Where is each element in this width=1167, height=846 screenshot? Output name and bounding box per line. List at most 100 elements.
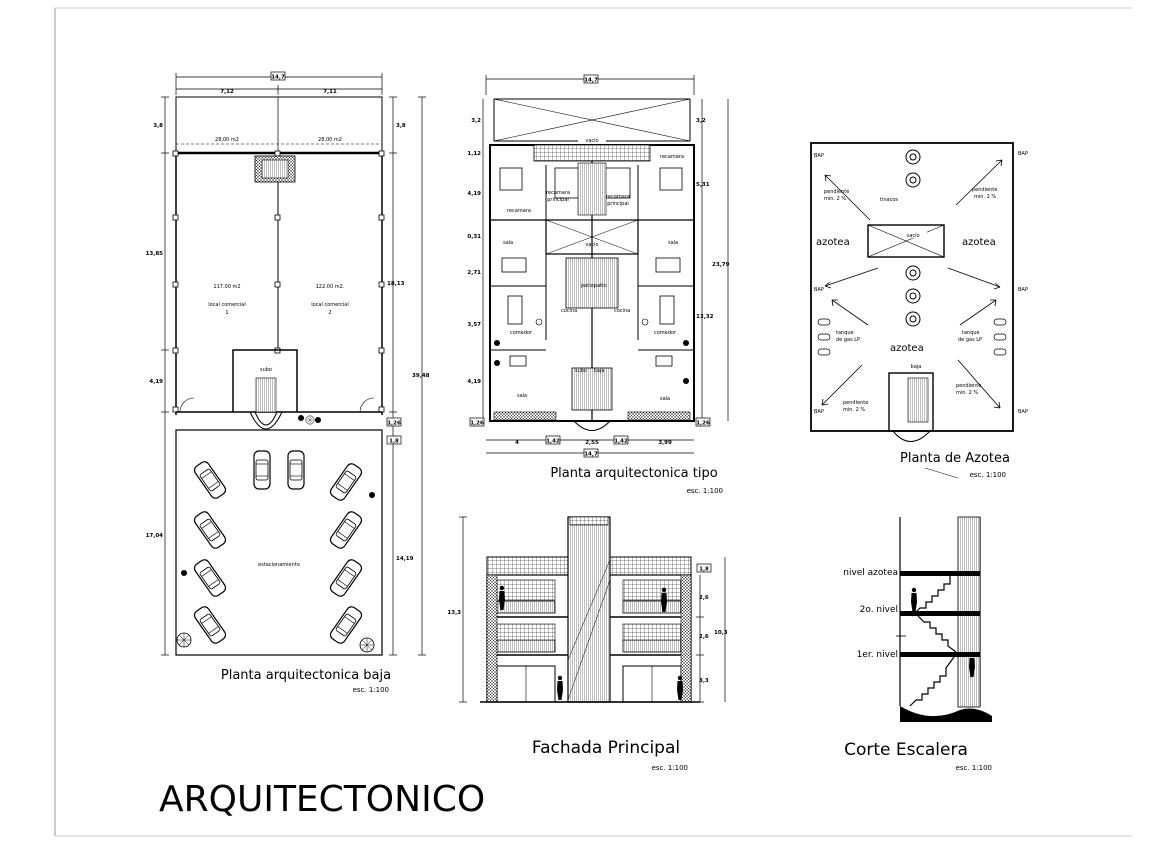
pt-comedor-l: comedor (510, 330, 533, 336)
fa-dim-right-total: 10,3 (714, 630, 728, 636)
az-tanque-l: tanque (836, 330, 854, 336)
pt-subo: subo (575, 368, 587, 374)
az-scale: esc. 1:100 (970, 471, 1006, 479)
sheet-frame (54, 7, 1132, 837)
pt-dim-bottom-total: 14,7 (584, 452, 598, 458)
pt-dim-right-b: 5,31 (696, 182, 710, 188)
pb-estacionamiento: estacionamiento (258, 562, 300, 568)
ce-nivel-1: 1er. nivel (857, 650, 898, 660)
planta-baja: 14,7 7,12 7,11 28,00 m2 28,00 m2 117.00 … (146, 71, 430, 694)
pt-dim-outer-right: 23,79 (712, 262, 730, 268)
pb-dim-right-c: 14,19 (396, 556, 414, 562)
pb-dim-left-c: 4,19 (149, 379, 163, 385)
pt-dim-top-total: 14,7 (584, 78, 598, 84)
pt-recamara-pr2: principal (607, 201, 629, 207)
pt-dim-bottom-c: 3,99 (658, 440, 672, 446)
pb-dim-right-a: 3,8 (396, 123, 406, 129)
pt-dim-bottom-s2: 1,42 (614, 439, 628, 445)
pt-recamara-l: recamara (507, 208, 531, 214)
az-pendiente-br2: min. 2 % (956, 390, 978, 396)
az-pendiente-bl2: min. 2 % (843, 407, 865, 413)
az-tanque-r: tanque (962, 330, 980, 336)
az-tanque-r2: de gas LP (958, 337, 982, 343)
pb-dim-small-a: 1,26 (387, 421, 401, 427)
az-pendiente-tl: pendiente (824, 189, 849, 195)
pb-dim-left-b: 13,85 (146, 251, 164, 257)
pb-area-left: 117.00 m2 (213, 284, 240, 290)
pb-dim-right-b: 18,13 (387, 281, 405, 287)
pt-dim-right-c: 13,32 (696, 314, 714, 320)
pb-dim-left-d: 17,04 (146, 533, 164, 539)
fa-dim-right-b: 2,6 (699, 634, 709, 640)
pt-dim-left-d: 0,31 (467, 234, 481, 240)
pt-dim-bottom-s1: 1,42 (546, 439, 560, 445)
fa-dim-right-top: 1,8 (699, 567, 709, 573)
az-pendiente-tr2: min. 2 % (974, 194, 996, 200)
az-bap-tl: BAP (814, 153, 824, 159)
pt-dim-corner-l: 1,26 (470, 421, 484, 427)
pt-dim-bottom-b: 2,55 (585, 440, 599, 446)
ce-scale: esc. 1:100 (956, 764, 992, 772)
pb-area-right-top: 28,00 m2 (318, 137, 342, 143)
az-bap-mr: BAP (1018, 287, 1028, 293)
pt-dim-left-e: 2,71 (467, 270, 481, 276)
pt-sala-bl: sala (517, 393, 527, 399)
pt-dim-left-c: 4,19 (467, 191, 481, 197)
az-azotea-c: azotea (890, 343, 924, 354)
pt-cocina-r: cocina (614, 308, 630, 314)
pt-scale: esc. 1:100 (687, 487, 723, 495)
corte-escalera: nivel azotea 2o. nivel 1er. nivel Corte … (843, 516, 992, 772)
az-azotea-l: azotea (816, 237, 850, 248)
fa-dim-right-c: 3,3 (699, 678, 709, 684)
pb-dim-outer-right: 39,48 (412, 373, 430, 379)
az-pendiente-tl2: min. 2 % (824, 196, 846, 202)
az-bap-bl: BAP (814, 409, 824, 415)
ce-title: Corte Escalera (844, 740, 968, 760)
pb-local-right-num: 2 (328, 310, 331, 316)
az-bap-ml: BAP (814, 287, 824, 293)
fachada-principal: 13,3 1,8 (447, 516, 728, 772)
pt-comedor-r: comedor (654, 330, 677, 336)
pb-local-right: local comercial (311, 302, 349, 308)
pb-dim-top-total: 14,7 (271, 75, 285, 81)
pt-dim-left-a: 3,2 (471, 118, 481, 124)
az-bap-br: BAP (1018, 409, 1028, 415)
pb-dim-small-b: 1,8 (389, 439, 399, 445)
pt-recamara-r: recamara (660, 154, 684, 160)
fa-dim-right-a: 2,6 (699, 595, 709, 601)
az-pendiente-tr: pendiente (972, 187, 997, 193)
pb-local-left: local comercial (208, 302, 246, 308)
az-title: Planta de Azotea (900, 451, 1010, 466)
pt-vacio-mid: vacío (585, 241, 598, 248)
pt-recamara-pl2: principal (547, 197, 569, 203)
ce-nivel-2: 2o. nivel (860, 605, 898, 615)
pt-dim-right-a: 3,2 (696, 118, 706, 124)
pt-dim-bottom-a: 4 (515, 440, 519, 446)
pb-dim-left-a: 3,8 (153, 123, 163, 129)
planta-azotea: vacío tinacos azotea azotea azotea pendi… (810, 142, 1028, 479)
pb-subo: subo (260, 367, 272, 373)
pb-local-left-num: 1 (225, 310, 228, 316)
pt-recamara-pr: recamara (606, 194, 630, 200)
pb-dim-top-left: 7,12 (220, 89, 234, 95)
pt-baja: baja (594, 368, 605, 374)
az-pendiente-bl: pendiente (843, 400, 868, 406)
pt-cocina-l: cocina (561, 308, 577, 314)
pt-patio-r: patio (594, 283, 607, 289)
az-tanque-l2: de gas LP (836, 337, 860, 343)
az-pendiente-br: pendiente (956, 383, 981, 389)
fa-dim-left-total: 13,3 (447, 610, 461, 616)
pb-area-right: 122.00 m2. (316, 284, 345, 290)
pt-sala-br: sala (660, 396, 670, 402)
pb-area-left-top: 28,00 m2 (215, 137, 239, 143)
pt-patio-l: patio (581, 283, 594, 289)
pt-title: Planta arquitectonica tipo (550, 466, 717, 481)
az-azotea-r: azotea (962, 237, 996, 248)
az-tinacos: tinacos (880, 197, 898, 203)
az-bap-tr: BAP (1018, 151, 1028, 157)
planta-tipo: 14,7 vacío vacío recamara recamara recam… (467, 74, 730, 495)
fa-title: Fachada Principal (532, 738, 680, 758)
pt-sala-l: sala (503, 240, 513, 246)
az-baja: baja (911, 364, 922, 370)
